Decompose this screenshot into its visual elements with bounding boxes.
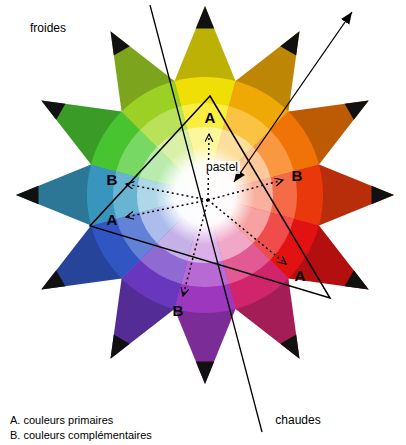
primary-triangle [90, 96, 330, 298]
star-tip [41, 101, 65, 120]
star-tip [41, 270, 65, 289]
saturation-arrow [234, 12, 352, 182]
callout-letter: A [295, 268, 306, 285]
callout-letter: A [107, 212, 118, 229]
dotted-arrows [126, 134, 286, 296]
callout-letter: B [107, 172, 118, 189]
callout-letter: B [173, 303, 184, 320]
star-tip [345, 101, 369, 120]
star-tip [196, 362, 214, 385]
star-tip [196, 6, 214, 29]
star-tip [280, 31, 299, 55]
star-tip [111, 31, 130, 55]
pastel-label: pastel [204, 161, 240, 174]
divider-line [150, 5, 262, 432]
legend-text: B. couleurs complémentaires [10, 429, 152, 441]
zone-label: chaudes [275, 414, 320, 427]
legend-text: A. couleurs primaires [10, 414, 113, 426]
zone-label: froides [30, 22, 66, 35]
star-tip [16, 186, 39, 204]
star-tip [111, 335, 130, 359]
star-tip [372, 186, 395, 204]
star-tip [345, 270, 369, 289]
star-tip [280, 335, 299, 359]
callout-letter: B [292, 168, 303, 185]
callout-letter: A [205, 110, 216, 127]
